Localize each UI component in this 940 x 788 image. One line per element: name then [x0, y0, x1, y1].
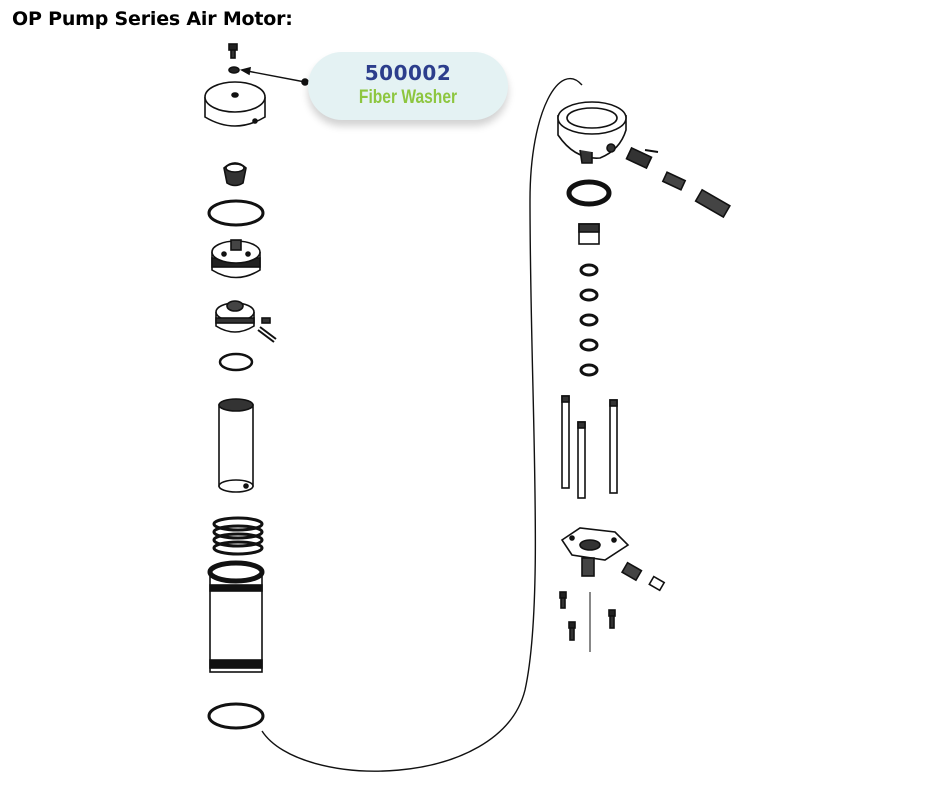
o-ring-2	[207, 702, 265, 730]
packing-1	[579, 263, 599, 277]
valve-insert	[223, 162, 247, 187]
air-hose-line	[261, 78, 583, 772]
nipple-fitting	[661, 171, 687, 191]
pump-base	[560, 527, 630, 577]
motor-housing	[557, 101, 627, 164]
base-bolt-1	[559, 591, 567, 609]
spring	[212, 516, 264, 556]
callout-part-number: 500002	[364, 61, 452, 85]
packing-5	[579, 363, 599, 377]
part-callout: 500002 Fiber Washer	[308, 52, 508, 120]
page-title: OP Pump Series Air Motor:	[12, 8, 293, 30]
tie-rod-1	[561, 395, 570, 489]
o-ring-1	[207, 199, 265, 227]
piston	[211, 239, 261, 279]
air-valve	[625, 146, 659, 170]
piston-adapter	[215, 300, 255, 333]
fiber-washer-part	[228, 66, 240, 74]
top-screw	[228, 43, 238, 59]
packing-nut	[578, 223, 600, 245]
plug-fitting	[620, 561, 643, 582]
base-bolt-3	[608, 609, 616, 629]
packing-2	[579, 288, 599, 302]
gasket	[566, 179, 612, 207]
set-screw	[261, 317, 271, 324]
coupler-fitting	[694, 188, 731, 219]
inner-tube	[218, 398, 254, 493]
roll-pin	[257, 326, 277, 343]
packing-4	[579, 338, 599, 352]
packing-3	[579, 313, 599, 327]
callout-pointer	[241, 69, 306, 83]
air-cylinder	[207, 560, 265, 673]
base-bolt-2	[568, 621, 576, 641]
top-cap	[204, 81, 266, 127]
tie-rod-2	[577, 421, 586, 499]
tie-rod-3	[609, 399, 618, 494]
washer	[218, 352, 254, 372]
bleed-screw	[648, 575, 666, 592]
callout-part-name: Fiber Washer	[358, 87, 458, 108]
